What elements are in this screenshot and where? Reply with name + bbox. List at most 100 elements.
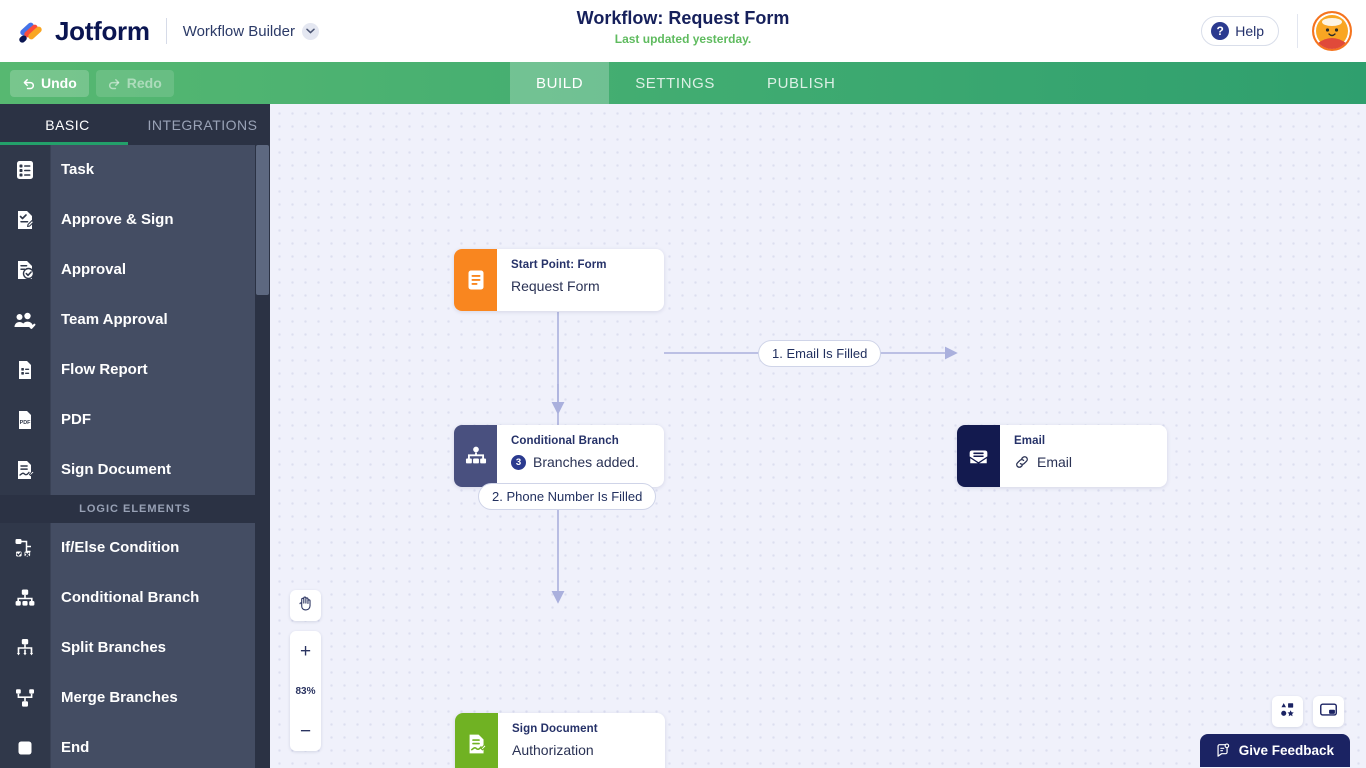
task-list-icon [0,145,50,195]
tab-build[interactable]: BUILD [510,62,610,104]
node-text: Sign Document Authorization [498,713,665,768]
node-title: Email [1014,435,1046,447]
sidebar-item-label: Sign Document [61,461,172,478]
sidebar-item-conditional-branch[interactable]: Conditional Branch [0,572,270,623]
edge-label-phone-number-is-filled[interactable]: 2. Phone Number Is Filled [478,483,657,510]
action-bar: Undo Redo BUILD SETTINGS PUBLISH [0,62,1366,104]
active-tab-underline [0,142,128,145]
workflow-edges [551,312,958,604]
zoom-in-button[interactable]: + [299,640,312,662]
brand-name: Jotform [55,15,150,46]
node-subtitle: Email [1014,454,1153,470]
header-divider [165,18,167,44]
sidebar-item-approval[interactable]: Approval [0,244,270,295]
give-feedback-button[interactable]: Give Feedback [1199,734,1350,767]
header-divider-2 [1297,14,1298,48]
undo-button[interactable]: Undo [10,69,89,97]
node-title: Sign Document [512,723,598,735]
sidebar-item-label: Merge Branches [61,689,178,706]
redo-label: Redo [126,75,162,91]
node-subtitle: 3 Branches added. [511,454,650,470]
sidebar-tab-integrations[interactable]: INTEGRATIONS [147,116,258,133]
shapes-panel-button[interactable] [1272,696,1303,727]
sidebar-section-logic-elements: LOGIC ELEMENTS [0,495,270,523]
sidebar-item-merge-branches[interactable]: Merge Branches [0,672,270,723]
node-text: Start Point: Form Request Form [497,249,664,311]
sidebar-item-label: Approval [61,261,127,278]
node-title: Start Point: Form [511,259,607,271]
split-branches-icon [0,622,50,673]
sidebar-item-body: Split Branches [50,622,270,673]
sidebar-item-body: Flow Report [50,344,270,395]
feedback-note-icon [1216,743,1231,758]
sidebar-item-body: Sign Document [50,444,270,495]
question-mark-icon: ? [1211,22,1230,40]
sidebar-item-flow-report[interactable]: Flow Report [0,344,270,395]
sidebar-item-pdf[interactable]: PDF PDF [0,394,270,445]
sidebar-item-label: Split Branches [61,639,167,656]
approval-check-icon [0,244,50,295]
sidebar-tab-basic[interactable]: BASIC [45,116,90,133]
sidebar-scrollbar-thumb[interactable] [256,145,269,295]
sidebar-item-label: Conditional Branch [61,589,200,606]
node-conditional-branch[interactable]: Conditional Branch 3 Branches added. [454,425,664,487]
sidebar-item-body: Task [50,145,270,195]
tab-publish[interactable]: PUBLISH [767,74,836,92]
sidebar-item-label: Flow Report [61,361,148,378]
sidebar-tabs: BASIC INTEGRATIONS [0,104,270,145]
hand-pan-icon [297,595,314,617]
sidebar-item-approve-sign[interactable]: Approve & Sign [0,194,270,245]
top-header: Jotform Workflow Builder Workflow: Reque… [0,0,1366,62]
sidebar-item-body: Merge Branches [50,672,270,723]
tab-settings[interactable]: SETTINGS [635,74,715,92]
flow-report-icon [0,344,50,395]
sidebar-item-sign-document[interactable]: Sign Document [0,444,270,495]
sidebar-item-split-branches[interactable]: Split Branches [0,622,270,673]
sign-document-icon [0,444,50,495]
form-document-icon [454,249,497,311]
workflow-canvas[interactable]: Start Point: Form Request Form Condition… [270,104,1366,768]
zoom-out-button[interactable]: − [299,720,312,742]
sidebar-item-label: End [61,739,90,756]
pan-tool-button[interactable] [290,590,321,621]
sidebar-item-body: PDF [50,394,270,445]
sidebar-scrollbar-track[interactable] [255,145,270,768]
sidebar-item-end[interactable]: End [0,722,270,768]
zoom-controls: + 83% − [290,631,321,751]
help-button[interactable]: ? Help [1201,16,1279,46]
sidebar-item-if-else-condition[interactable]: If/Else Condition [0,522,270,573]
node-email[interactable]: Email Email [957,425,1167,487]
jotform-logo-icon [16,16,46,46]
approve-sign-icon [0,194,50,245]
avatar[interactable] [1312,11,1352,51]
minimap-button[interactable] [1313,696,1344,727]
brand[interactable]: Jotform Workflow Builder [0,16,319,47]
node-start-point[interactable]: Start Point: Form Request Form [454,249,664,311]
sidebar-item-label: If/Else Condition [61,539,180,556]
sidebar-item-body: End [50,722,270,768]
sidebar-item-label: Approve & Sign [61,211,174,228]
conditional-branch-icon [454,425,497,487]
minimap-icon [1319,701,1338,723]
svg-text:PDF: PDF [20,420,31,426]
undo-redo-group: Undo Redo [0,69,174,97]
product-label: Workflow Builder [182,22,295,40]
sidebar-item-task[interactable]: Task [0,145,270,195]
node-text: Email Email [1000,425,1167,487]
end-square-icon [0,722,50,768]
node-subtitle-text: Authorization [512,742,594,758]
sidebar-element-list: Task Approve & Sign Approval Tea [0,145,270,768]
node-text: Conditional Branch 3 Branches added. [497,425,664,487]
node-sign-document[interactable]: Sign Document Authorization [455,713,665,768]
sidebar-item-team-approval[interactable]: Team Approval [0,294,270,345]
pdf-icon: PDF [0,394,50,445]
redo-button[interactable]: Redo [95,69,174,97]
header-right-actions: ? Help [1201,0,1366,62]
chevron-down-icon[interactable] [301,22,319,40]
if-else-icon [0,522,50,573]
shapes-panel-icon [1279,701,1296,723]
team-approval-icon [0,294,50,345]
undo-label: Undo [41,75,77,91]
node-title: Conditional Branch [511,435,619,447]
edge-label-email-is-filled[interactable]: 1. Email Is Filled [758,340,882,367]
